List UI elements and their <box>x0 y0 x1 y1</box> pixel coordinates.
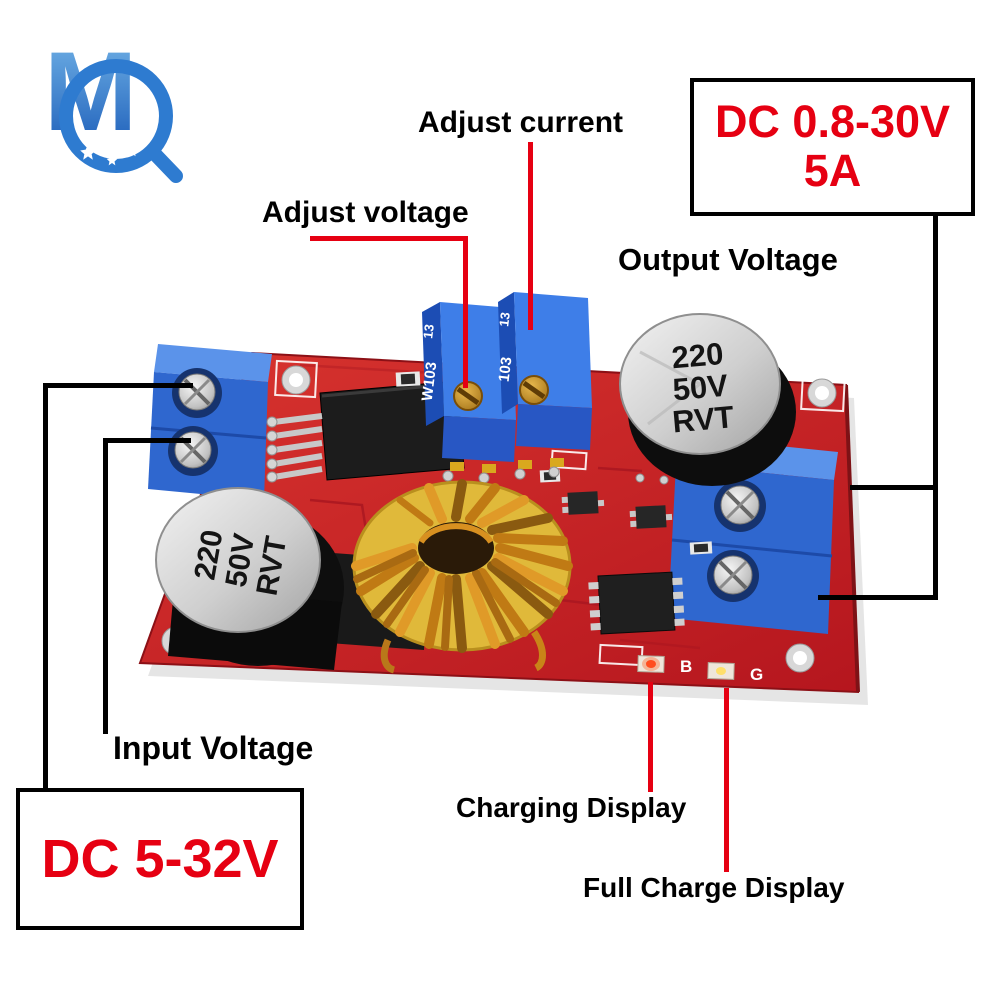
pot-right-code: 13 <box>496 311 513 327</box>
input-spec-line1: DC 5-32V <box>41 828 279 889</box>
leader-adjust-voltage-v <box>463 236 468 388</box>
leader-input-1-h <box>43 383 193 388</box>
leader-input-1-v <box>43 383 48 790</box>
leader-charging-display <box>648 682 653 792</box>
cap-output-line2: 50V <box>671 368 729 408</box>
smd-components <box>395 371 713 555</box>
output-spec-line1: DC 0.8-30V <box>714 96 951 148</box>
label-adjust-current: Adjust current <box>418 106 624 139</box>
led-charging-silkscreen: B <box>680 657 692 676</box>
pot-left-code: 13 <box>420 323 437 339</box>
input-capacitor: 220 50V RVT <box>155 487 344 670</box>
output-capacitor: 220 50V RVT <box>619 313 796 486</box>
leader-adjust-voltage-h <box>310 236 468 241</box>
leader-full-charge <box>724 688 729 872</box>
logo-letter-q-shape <box>59 59 183 183</box>
leader-output-1-h <box>850 485 938 490</box>
charging-led <box>637 655 665 673</box>
leader-output-2-h <box>818 595 938 600</box>
logo-letter-m: M <box>44 29 137 154</box>
full-charge-led <box>707 662 735 680</box>
voltage-trimmer: 13 W103 <box>419 302 516 462</box>
charger-control-chip <box>588 571 685 635</box>
led-full-silkscreen: G <box>750 665 763 684</box>
label-adjust-voltage: Adjust voltage <box>262 196 469 229</box>
coil-windings <box>351 479 573 653</box>
pot-left-marking: W103 <box>419 361 441 402</box>
cap-output-line3: RVT <box>671 399 735 439</box>
ic-pins <box>273 413 323 480</box>
leader-input-2-v <box>103 438 108 734</box>
label-charging-display: Charging Display <box>456 792 687 823</box>
current-trimmer: 13 103 <box>496 292 592 450</box>
leader-adjust-current <box>528 142 533 330</box>
pot-right-marking: 103 <box>496 356 516 383</box>
output-spec-box: DC 0.8-30V 5A <box>690 78 975 216</box>
leader-output-v <box>933 214 938 600</box>
cap-output-line1: 220 <box>670 336 725 375</box>
input-terminal-block <box>148 344 272 500</box>
output-spec-line2: 5A <box>803 145 862 196</box>
inductor-coil <box>351 479 573 674</box>
input-spec-box: DC 5-32V <box>16 788 304 930</box>
brand-logo: M <box>44 29 183 183</box>
label-input-voltage: Input Voltage <box>113 730 314 766</box>
label-full-charge-display: Full Charge Display <box>583 872 845 903</box>
label-output-voltage: Output Voltage <box>618 242 838 277</box>
leader-input-2-h <box>103 438 191 443</box>
